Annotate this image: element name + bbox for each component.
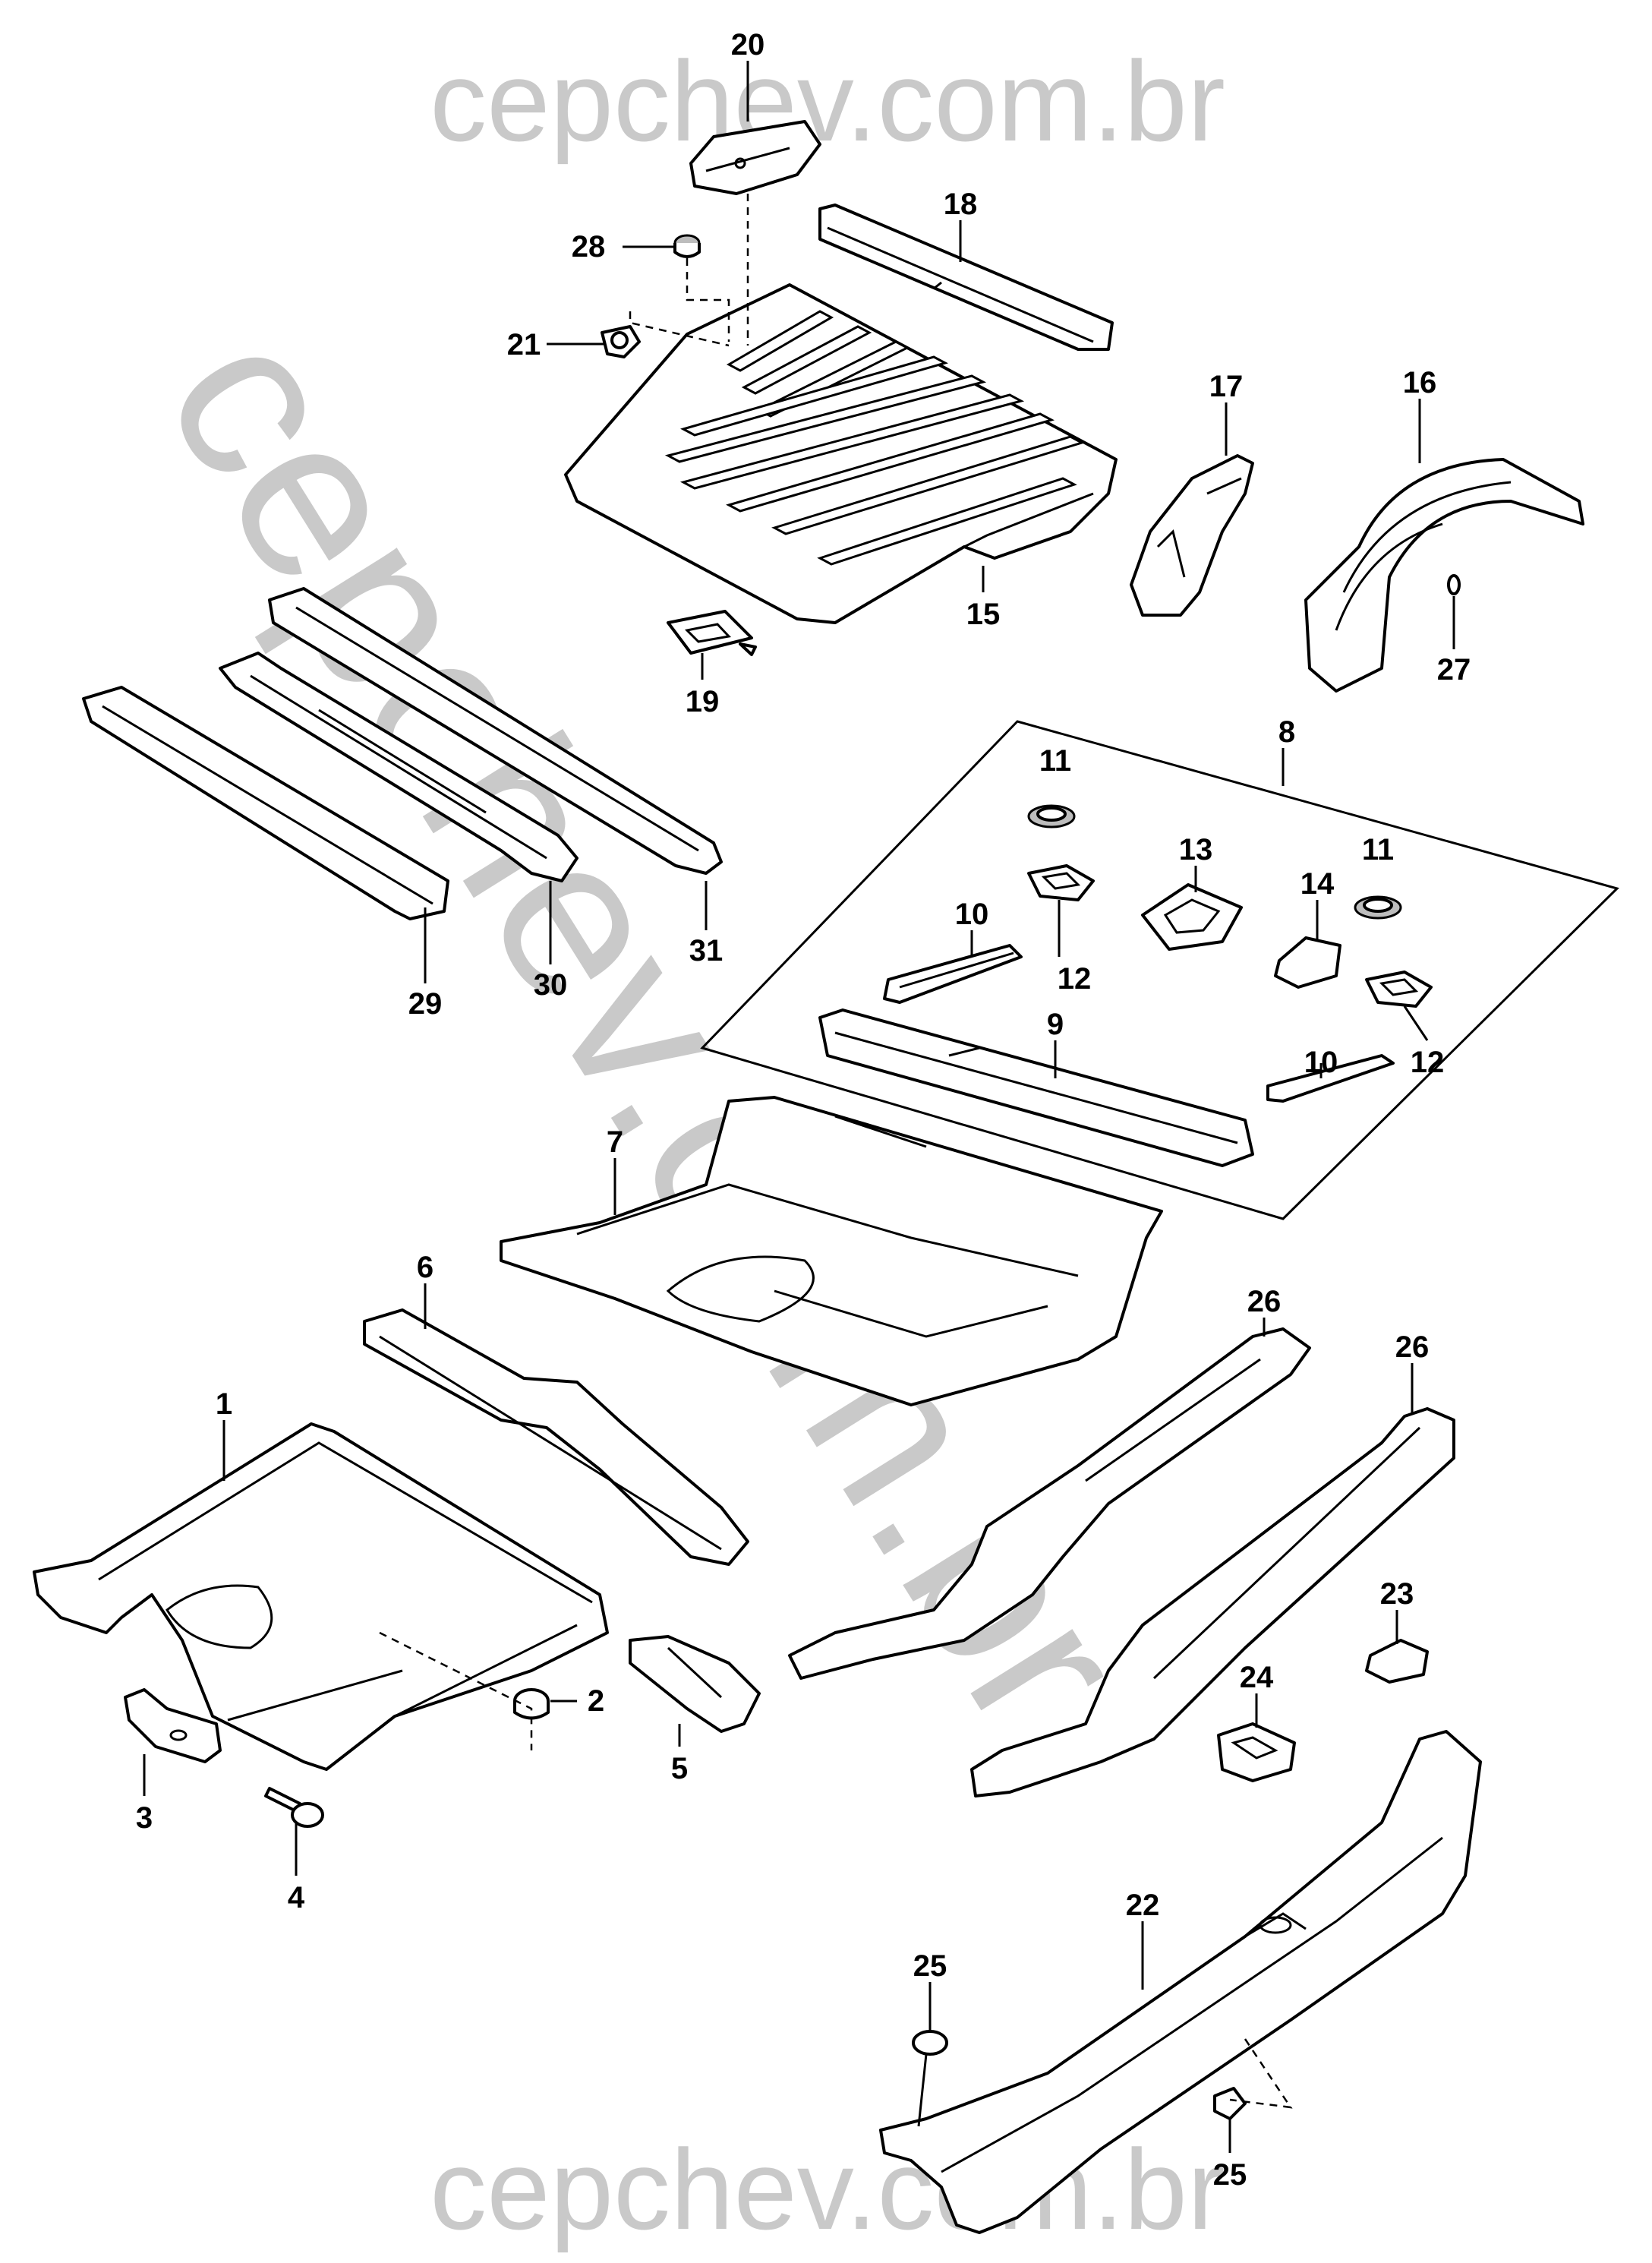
part-20-cover-plate (689, 120, 821, 195)
callout-23: 23 (1380, 1577, 1414, 1611)
part-11-grommet-a (1027, 804, 1076, 829)
part-27-clip (1447, 574, 1461, 595)
callout-10-b: 10 (1304, 1046, 1338, 1079)
part-21-bolt (601, 325, 641, 358)
part-1-front-floor (33, 1422, 609, 1771)
callout-16: 16 (1403, 366, 1437, 399)
part-4-bolt (264, 1787, 324, 1828)
callout-6: 6 (417, 1251, 433, 1284)
callout-9: 9 (1047, 1008, 1064, 1041)
callout-14: 14 (1300, 867, 1335, 901)
assembly-lines-top (629, 194, 749, 347)
floor-ribs (664, 310, 1085, 566)
part-12-bracket-a (1027, 864, 1095, 901)
callout-12-b: 12 (1411, 1046, 1445, 1079)
callout-7: 7 (607, 1125, 623, 1159)
part-23-bracket (1365, 1639, 1429, 1684)
callout-25-b: 25 (1213, 2158, 1247, 2192)
callout-27: 27 (1437, 653, 1471, 686)
callout-11-a: 11 (1039, 744, 1071, 778)
callout-4: 4 (288, 1881, 305, 1914)
part-26-rocker-a (788, 1327, 1311, 1680)
part-25-plug-b (1213, 2087, 1247, 2120)
part-17-arch-bracket (1130, 454, 1254, 617)
part-28-plug (673, 234, 701, 258)
part-18-rear-rail (818, 204, 1114, 351)
callout-25-a: 25 (913, 1949, 947, 1983)
callout-1: 1 (216, 1387, 232, 1421)
part-10-reinforcement-b (1266, 1054, 1395, 1103)
part-11-grommet-b (1354, 895, 1402, 920)
callout-8: 8 (1278, 715, 1295, 749)
part-7-center-floor (500, 1096, 1163, 1406)
part-8-group-frame (700, 720, 1619, 1220)
callout-31: 31 (689, 934, 724, 967)
callout-22: 22 (1126, 1889, 1160, 1922)
callout-29: 29 (408, 987, 443, 1021)
part-24-bracket (1217, 1722, 1296, 1782)
callout-18: 18 (944, 188, 978, 221)
assembly-line-2 (379, 1631, 533, 1750)
callout-20: 20 (731, 28, 765, 62)
callout-26-b: 26 (1395, 1330, 1430, 1364)
watermark-top: cepchev.com.br (430, 37, 1225, 165)
callout-labels: 20 18 28 21 17 16 15 27 19 8 11 13 11 14… (136, 28, 1471, 2192)
part-10-reinforcement-a (883, 944, 1023, 1004)
callout-24: 24 (1240, 1661, 1274, 1694)
callout-12-a: 12 (1058, 962, 1092, 996)
part-16-wheelhouse (1304, 458, 1584, 693)
callout-21: 21 (507, 328, 541, 361)
callout-28: 28 (572, 230, 606, 264)
callout-3: 3 (136, 1801, 153, 1835)
part-31-rail (268, 587, 723, 875)
part-13-pad (1141, 883, 1243, 951)
part-2-plug (513, 1688, 550, 1720)
callout-11-b: 11 (1362, 833, 1394, 866)
callout-26-a: 26 (1247, 1285, 1282, 1318)
part-14-bracket (1274, 936, 1341, 989)
part-30-rail (219, 652, 579, 882)
callout-5: 5 (671, 1752, 688, 1785)
leader-lines (143, 61, 1455, 2153)
callout-30: 30 (534, 968, 568, 1002)
callout-15: 15 (966, 598, 1001, 631)
part-19-bracket (667, 610, 757, 656)
part-15-rear-floor (564, 283, 1118, 624)
part-9-cross-member (818, 1008, 1254, 1167)
assembly-line-25 (1229, 2038, 1293, 2109)
part-3-bracket (124, 1688, 222, 1763)
part-26-rocker-b (970, 1407, 1455, 1797)
part-25-plug-a (912, 2030, 948, 2056)
part-12-bracket-b (1365, 971, 1433, 1008)
callout-17: 17 (1209, 370, 1244, 403)
part-29-rail (82, 686, 449, 920)
callout-19: 19 (686, 685, 720, 718)
part-22-side-rail (879, 1730, 1482, 2234)
part-6-side-sill (363, 1308, 749, 1566)
part-5-bracket (629, 1635, 761, 1733)
callout-10-a: 10 (955, 898, 989, 931)
callout-2: 2 (588, 1684, 604, 1718)
callout-13: 13 (1179, 833, 1213, 866)
